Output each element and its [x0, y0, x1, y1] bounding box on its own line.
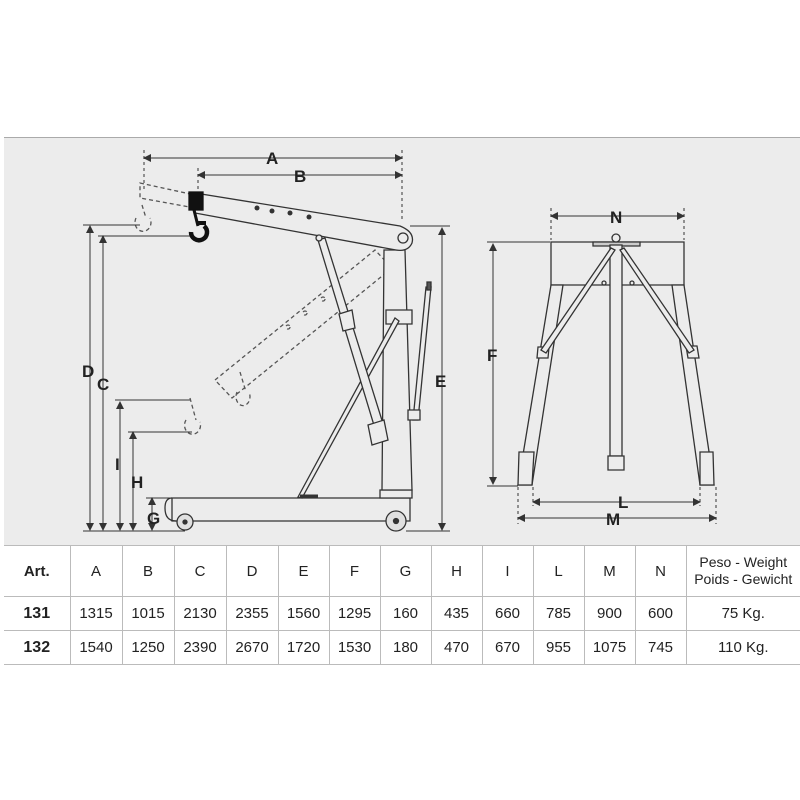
header-weight-line1: Peso - Weight: [699, 554, 788, 570]
label-B: B: [294, 167, 306, 186]
label-F: F: [487, 346, 497, 365]
cell-N: 600: [634, 596, 687, 631]
cell-E: 1720: [277, 630, 330, 665]
cell-L: 785: [532, 596, 585, 631]
table-row: 131 1315 1015 2130 2355 1560 1295 160 43…: [4, 596, 800, 631]
header-C: C: [173, 545, 227, 597]
cell-G: 180: [379, 630, 432, 665]
header-weight-line2: Poids - Gewicht: [694, 571, 793, 587]
label-C: C: [97, 375, 109, 394]
cell-A: 1540: [69, 630, 123, 665]
raised-boom-ghost: [134, 182, 196, 232]
cell-weight: 110 Kg.: [685, 630, 800, 665]
crane-diagram: A B D C I H G E N F L M: [82, 149, 717, 532]
row-art: 132: [4, 630, 71, 665]
header-A: A: [69, 545, 123, 597]
cell-M: 900: [583, 596, 636, 631]
label-N: N: [610, 208, 622, 227]
row-art: 131: [4, 596, 71, 631]
front-dimension-lines: [487, 208, 717, 524]
cell-C: 2130: [173, 596, 227, 631]
header-weight: Peso - Weight Poids - Gewicht: [685, 545, 800, 597]
front-mast: [609, 244, 623, 457]
header-B: B: [121, 545, 175, 597]
header-G: G: [379, 545, 432, 597]
cell-H: 470: [430, 630, 483, 665]
dimension-labels: A B D C I H G E N F L M: [82, 149, 628, 529]
base-leg: [171, 497, 411, 522]
cell-L: 955: [532, 630, 585, 665]
header-I: I: [481, 545, 534, 597]
main-boom: [194, 192, 414, 251]
label-I: I: [115, 455, 120, 474]
header-L: L: [532, 545, 585, 597]
cell-D: 2355: [225, 596, 279, 631]
table-header-row: Art. A B C D E F G H I L M N Peso - Weig…: [4, 545, 800, 597]
crane-side-view: [134, 182, 432, 532]
cell-C: 2390: [173, 630, 227, 665]
cell-weight: 75 Kg.: [685, 596, 800, 631]
header-N: N: [634, 545, 687, 597]
mast: [381, 249, 413, 491]
header-M: M: [583, 545, 636, 597]
label-A: A: [266, 149, 278, 168]
cell-F: 1530: [328, 630, 381, 665]
label-E: E: [435, 372, 446, 391]
cell-E: 1560: [277, 596, 330, 631]
cell-A: 1315: [69, 596, 123, 631]
pump-handle: [412, 286, 432, 421]
hook: [188, 191, 210, 243]
cell-I: 670: [481, 630, 534, 665]
cell-I: 660: [481, 596, 534, 631]
header-F: F: [328, 545, 381, 597]
specifications-table: Art. A B C D E F G H I L M N Peso - Weig…: [4, 545, 800, 665]
label-H: H: [131, 473, 143, 492]
label-L: L: [618, 493, 628, 512]
header-H: H: [430, 545, 483, 597]
cell-M: 1075: [583, 630, 636, 665]
header-art: Art.: [4, 545, 71, 597]
crane-front-view: [517, 233, 715, 486]
side-dimension-lines: [83, 150, 450, 532]
cell-N: 745: [634, 630, 687, 665]
lowered-boom-ghost: [183, 249, 393, 435]
label-G: G: [147, 509, 160, 528]
cell-G: 160: [379, 596, 432, 631]
cell-B: 1015: [121, 596, 175, 631]
cell-B: 1250: [121, 630, 175, 665]
label-M: M: [606, 510, 620, 529]
label-D: D: [82, 362, 94, 381]
header-D: D: [225, 545, 279, 597]
header-E: E: [277, 545, 330, 597]
cell-D: 2670: [225, 630, 279, 665]
cell-F: 1295: [328, 596, 381, 631]
table-row: 132 1540 1250 2390 2670 1720 1530 180 47…: [4, 630, 800, 665]
cell-H: 435: [430, 596, 483, 631]
